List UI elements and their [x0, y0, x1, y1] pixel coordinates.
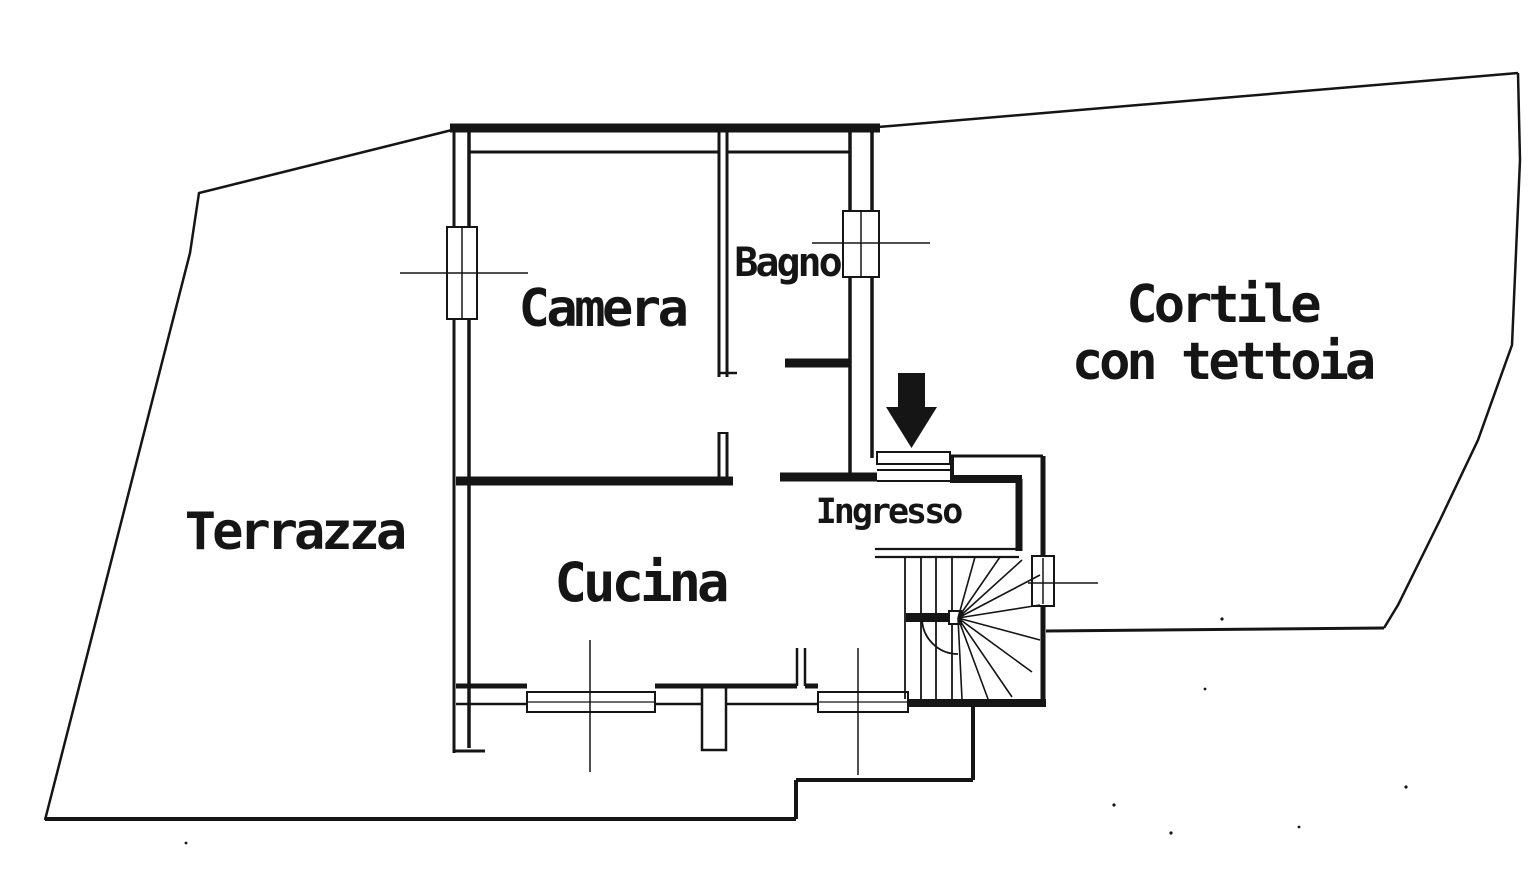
building-walls: [450, 123, 1046, 753]
wall-cucina-stair-jamb: [795, 648, 807, 686]
window-cucina-south: [526, 640, 656, 772]
winder-staircase: [904, 556, 1041, 700]
window-stair-east: [1028, 555, 1098, 607]
room-label-cucina: Cucina: [554, 551, 727, 614]
area-label-cortile-line1: Cortile: [1126, 275, 1320, 335]
area-label-cortile-line2: con tettoia: [1072, 332, 1374, 392]
room-label-bagno: Bagno: [734, 240, 841, 286]
property-boundary: [43, 71, 1522, 821]
boundary-top-right-edge: [877, 71, 1519, 129]
windows: [400, 210, 1098, 775]
ingresso-floor-edge: [875, 547, 1019, 559]
scan-noise-dots: [184, 617, 1408, 845]
window-camera-west: [400, 226, 528, 320]
entrance-arrow-icon: [886, 373, 937, 448]
boundary-left-edge: [43, 128, 453, 821]
room-label-ingresso: Ingresso: [816, 492, 963, 532]
wall-south-step-bump: [700, 686, 728, 752]
boundary-cortile-south-edge: [1045, 626, 1385, 633]
window-bagno-east: [812, 210, 930, 278]
room-labels: Camera Bagno Cortile con tettoia Terrazz…: [185, 240, 1378, 614]
window-south-east: [817, 648, 909, 775]
wall-partition-camera: [717, 131, 729, 377]
room-label-camera: Camera: [519, 279, 687, 339]
stair-winder-treads: [957, 556, 1041, 700]
stair-risers: [904, 557, 953, 699]
stair-curved-tread-edge: [921, 617, 959, 655]
area-label-terrazza: Terrazza: [185, 502, 405, 562]
stair-handrail-bar: [906, 613, 949, 622]
boundary-bottom-edge: [45, 705, 975, 821]
wall-partition-stub: [717, 432, 729, 481]
boundary-right-edge: [1382, 72, 1522, 629]
entrance-threshold: [876, 451, 951, 482]
